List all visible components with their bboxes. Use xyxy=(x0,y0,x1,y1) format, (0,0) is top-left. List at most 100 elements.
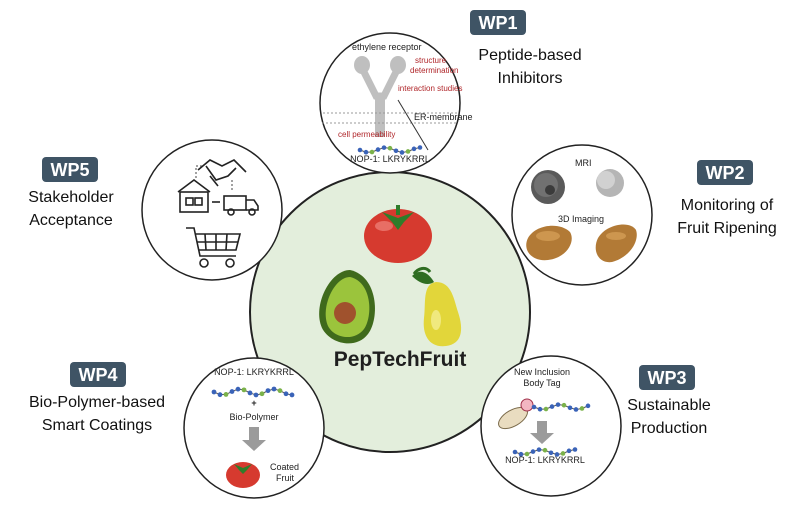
wp1-title-line2: Inhibitors xyxy=(498,70,563,87)
wp1-peptide-chain xyxy=(357,145,423,155)
wp5-badge xyxy=(42,157,98,182)
peptide-bead xyxy=(572,447,578,452)
wp4-peptide-label: NOP-1: LKRYKRRL xyxy=(214,367,294,377)
peptide-bead xyxy=(223,392,229,397)
wp3-product-chain xyxy=(512,447,578,457)
wp1-structure-line1: structure xyxy=(415,56,447,65)
chain-backbone xyxy=(533,404,589,410)
wp3-title-line1: Sustainable xyxy=(627,397,711,414)
wp5-badge-label: WP5 xyxy=(50,160,89,180)
peptide-bead xyxy=(253,392,259,398)
peptide-bead xyxy=(524,451,530,457)
wp4-title-line2: Smart Coatings xyxy=(42,417,152,434)
peptide-bead xyxy=(566,448,572,454)
peptide-bead xyxy=(417,145,423,150)
peptide-bead xyxy=(387,145,393,151)
wp4-coated-line1: Coated xyxy=(270,462,299,472)
peptide-bead xyxy=(217,392,223,398)
shopping-cart-icon xyxy=(186,227,242,268)
peptide-bead xyxy=(363,149,369,155)
wp1-permeability-label: cell permeability xyxy=(338,130,395,139)
wp4-plus-label: + xyxy=(251,398,256,408)
wp1-title-line1: Peptide-based xyxy=(478,47,581,64)
3d-fruit-2-icon xyxy=(595,224,637,263)
wp2-badge xyxy=(697,160,753,185)
wp4-coated-line2: Fruit xyxy=(276,473,294,483)
down-arrow-icon xyxy=(530,421,554,444)
peptide-bead xyxy=(259,391,265,397)
peptide-bead xyxy=(531,404,537,410)
wp1-structure-line2: determination xyxy=(410,66,458,75)
wp2-imaging-label: 3D Imaging xyxy=(558,214,604,224)
peptide-bead xyxy=(411,146,417,152)
wp3-title-line2: Production xyxy=(631,420,708,437)
peptide-bead xyxy=(585,403,591,409)
peptide-bead xyxy=(235,386,241,392)
peptide-bead xyxy=(283,391,289,397)
peptide-bead xyxy=(211,389,217,395)
dotted-flow xyxy=(195,165,204,178)
peptide-bead xyxy=(579,406,585,411)
wp2-badge-label: WP2 xyxy=(705,163,744,183)
wp4-badge xyxy=(70,362,126,387)
wp3-peptide-label: NOP-1: LKRYKRRL xyxy=(505,455,585,465)
peptide-bead xyxy=(405,149,411,154)
peptide-bead xyxy=(229,389,235,394)
wp4-peptide-chain xyxy=(211,386,295,398)
mri-scan-2-icon xyxy=(596,169,624,197)
handshake-icon xyxy=(197,159,247,187)
wp1-badge-label: WP1 xyxy=(478,13,517,33)
peptide-bead xyxy=(241,387,247,393)
wp2-mri-label: MRI xyxy=(575,158,592,168)
peptide-bead xyxy=(561,402,567,408)
peptide-bead xyxy=(393,148,399,154)
wp1-circle xyxy=(319,32,461,174)
tomato-icon xyxy=(364,205,432,263)
warehouse-icon xyxy=(177,179,211,213)
pear-icon xyxy=(412,266,462,347)
pointer-line xyxy=(397,99,429,151)
peptide-bead xyxy=(542,447,548,453)
peptide-bead xyxy=(536,447,542,452)
wp1-receptor-label: ethylene receptor xyxy=(352,42,422,52)
wp1-badge xyxy=(470,10,526,35)
wp5-title-line2: Acceptance xyxy=(29,212,113,229)
wp3-circle xyxy=(480,355,622,497)
wp3-badge-label: WP3 xyxy=(647,368,686,388)
membrane xyxy=(322,112,458,124)
peptide-bead xyxy=(573,407,579,412)
wp5-circle xyxy=(141,139,283,281)
peptide-bead xyxy=(555,402,561,407)
peptide-bead xyxy=(277,388,283,394)
mri-scan-icon xyxy=(531,170,565,204)
peptide-bead xyxy=(530,449,536,454)
peptide-bead xyxy=(567,405,573,411)
peptide-bead xyxy=(543,406,549,412)
tag-icon xyxy=(520,398,534,412)
peptide-bead xyxy=(549,404,555,409)
peptide-bead xyxy=(271,386,277,392)
avocado-icon xyxy=(319,270,375,344)
wp2-title-line2: Fruit Ripening xyxy=(677,220,777,237)
wp4-badge-label: WP4 xyxy=(78,365,117,385)
wp1-interaction-label: interaction studies xyxy=(398,84,462,93)
receptor-icon xyxy=(354,56,406,137)
wp3-peptide-chain xyxy=(531,402,591,412)
wp1-peptide-label: NOP-1: LKRYKRRL xyxy=(350,154,430,164)
wp2-title-line1: Monitoring of xyxy=(681,197,774,214)
peptide-bead xyxy=(381,145,387,150)
wp3-tag-line1: New Inclusion xyxy=(514,367,570,377)
center-title: PepTechFruit xyxy=(334,348,467,371)
wp4-polymer-label: Bio-Polymer xyxy=(229,412,278,422)
peptide-bead xyxy=(357,147,363,153)
peptide-bead xyxy=(560,451,566,456)
peptide-bead xyxy=(265,388,271,394)
peptide-bead xyxy=(518,451,524,457)
wp3-tag-line2: Body Tag xyxy=(523,378,560,388)
wp3-badge xyxy=(639,365,695,390)
wp4-title-line1: Bio-Polymer-based xyxy=(29,394,165,411)
peptide-bead xyxy=(554,452,560,457)
peptide-bead xyxy=(289,392,295,398)
peptide-bead xyxy=(369,149,375,155)
